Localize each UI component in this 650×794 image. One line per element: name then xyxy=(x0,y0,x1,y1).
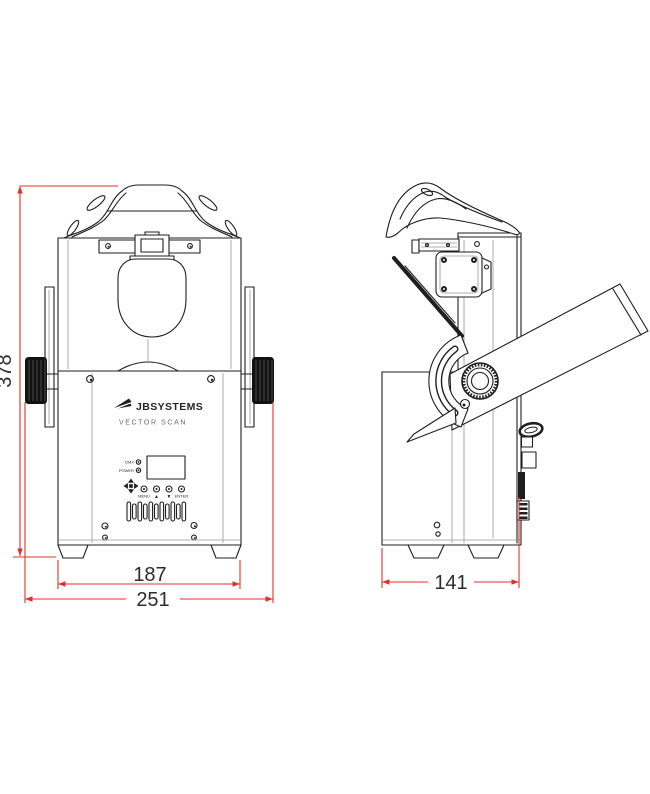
down-arrow-icon: ▼ xyxy=(167,494,172,500)
up-button xyxy=(152,485,161,493)
tilt-knob-right-icon xyxy=(252,357,274,404)
dome-vent-icon xyxy=(86,195,106,211)
foot xyxy=(57,544,89,559)
menu-button xyxy=(140,485,148,493)
dmx-led-label: DMX xyxy=(125,460,134,465)
depth-dimension-label: 141 xyxy=(434,572,467,594)
vent-grille xyxy=(126,501,187,522)
down-button xyxy=(165,485,173,493)
foot xyxy=(467,544,505,559)
mirror-plate xyxy=(435,251,492,298)
side-rail-left xyxy=(44,286,55,428)
enter-button xyxy=(177,485,186,493)
lcd-display xyxy=(146,455,186,480)
dmx-led-icon xyxy=(135,459,142,465)
menu-button-label: MENU xyxy=(138,494,150,499)
front-view: JBSYSTEMS VECTOR SCAN DMX POWER xyxy=(25,184,274,559)
brand-block: JBSYSTEMS VECTOR SCAN xyxy=(114,398,203,427)
height-dimension-label: 378 xyxy=(0,354,16,387)
hanging-hook xyxy=(518,421,544,448)
dimension-height: 378 xyxy=(0,185,118,558)
enter-button-label: ENTER xyxy=(175,494,189,499)
power-led-label: POWER xyxy=(119,468,134,473)
dome-vent-icon xyxy=(198,195,218,211)
mirror-mount-bracket xyxy=(411,238,480,254)
dmx-connector xyxy=(516,500,530,521)
lock-knob-icon xyxy=(461,362,499,400)
dimension-depth: 141 xyxy=(381,497,520,594)
power-connector xyxy=(521,451,537,469)
control-panel: DMX POWER MENU xyxy=(119,455,189,500)
tilt-lock-bracket xyxy=(406,334,469,443)
nav-cross-icon xyxy=(123,478,139,494)
lens-opening xyxy=(117,258,187,338)
foot xyxy=(407,544,445,559)
jbsystems-logo-icon xyxy=(114,398,132,409)
head-crest xyxy=(385,182,520,238)
rear-handle-bar xyxy=(518,472,525,499)
overall-width-dimension-label: 251 xyxy=(136,589,169,611)
foot-width-dimension-label: 187 xyxy=(133,564,166,586)
head-dome xyxy=(63,184,241,239)
brand-logo-text: JBSYSTEMS xyxy=(136,401,203,413)
foot xyxy=(210,544,242,559)
side-view xyxy=(381,182,649,559)
dimension-foot-width: 187 xyxy=(57,560,241,589)
dimension-overall-width: 251 xyxy=(24,402,274,611)
tilt-knob-left-icon xyxy=(25,357,47,404)
up-arrow-icon: ▲ xyxy=(154,494,159,500)
model-name-text: VECTOR SCAN xyxy=(119,420,187,427)
scan-mirror xyxy=(392,256,464,338)
power-led-icon xyxy=(135,467,142,474)
side-rail-right xyxy=(244,286,255,428)
